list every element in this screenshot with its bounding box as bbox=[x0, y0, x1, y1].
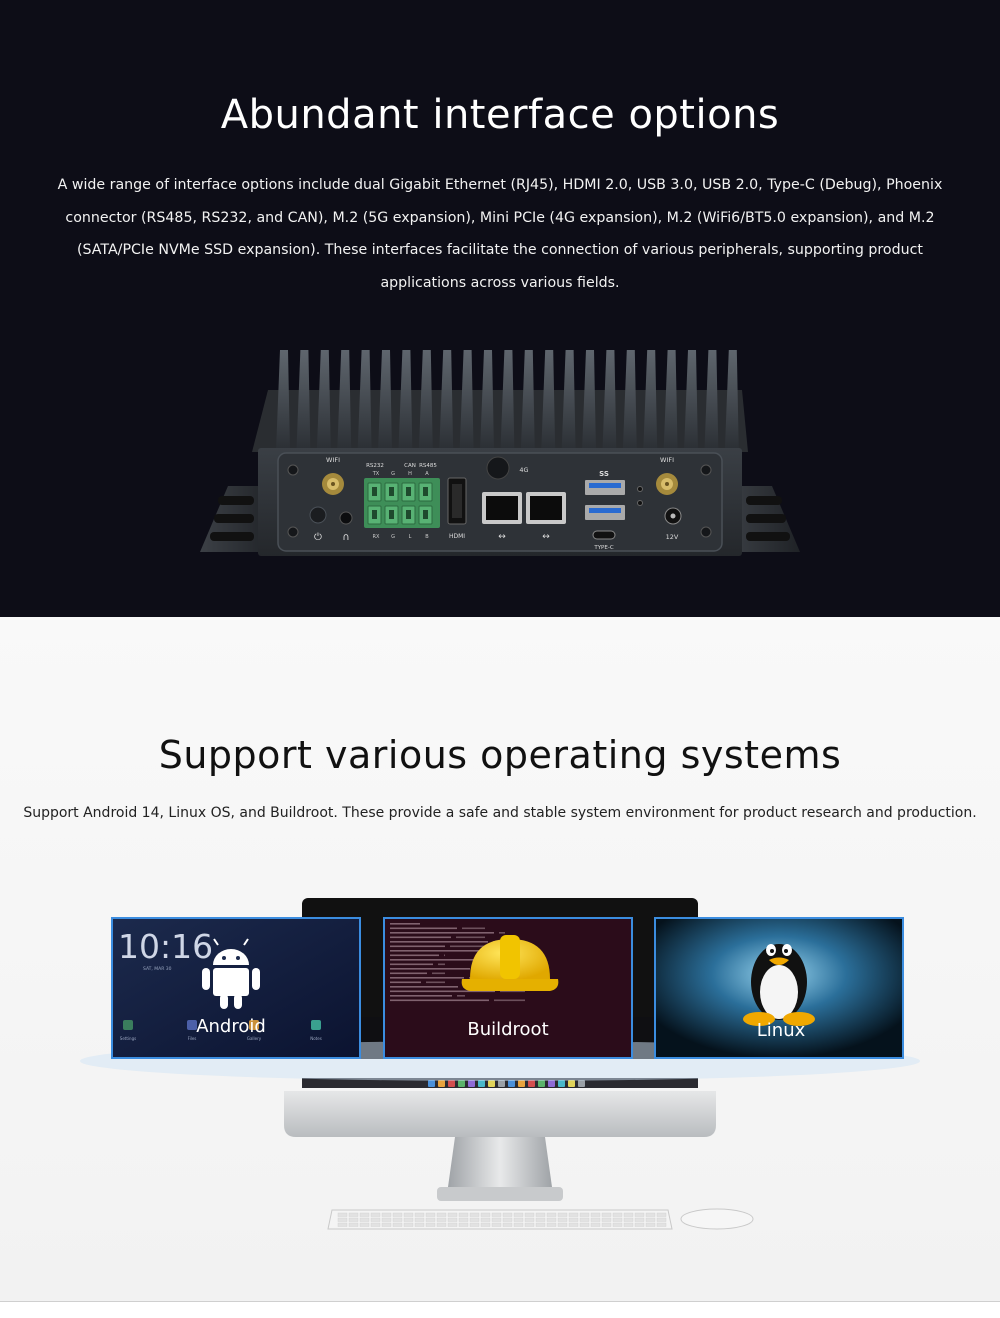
footer-divider bbox=[0, 1301, 1000, 1302]
pin-top-0: TX bbox=[372, 471, 380, 477]
typec-port bbox=[592, 530, 616, 540]
android-label: Android bbox=[196, 1016, 266, 1037]
power-12v-label: 12V bbox=[666, 533, 679, 541]
rs485-label: RS485 bbox=[419, 463, 437, 469]
monitor-chin bbox=[284, 1091, 716, 1137]
linux-label: Linux bbox=[757, 1020, 806, 1041]
monitor-illustration: 10:16 SAT, MAR 30 Settings Files Gall bbox=[80, 898, 920, 1230]
hard-hat-icon bbox=[461, 935, 559, 991]
buildroot-panel: Buildroot bbox=[383, 917, 633, 1059]
os-description: Support Android 14, Linux OS, and Buildr… bbox=[23, 805, 977, 821]
android-clock: 10:16 bbox=[118, 927, 213, 966]
heatsink-fins bbox=[276, 350, 739, 452]
buildroot-label: Buildroot bbox=[467, 1019, 548, 1040]
android-date: SAT, MAR 30 bbox=[143, 966, 172, 972]
usb-ss-label: SS bbox=[599, 470, 609, 478]
tux-penguin-icon bbox=[743, 944, 815, 1026]
pin-top-3: A bbox=[425, 471, 429, 477]
pin-top-2: H bbox=[408, 471, 412, 477]
android-logo-icon bbox=[202, 938, 260, 1009]
typec-label: TYPE-C bbox=[593, 545, 613, 551]
mouse bbox=[680, 1208, 754, 1230]
linux-panel: Linux bbox=[654, 917, 904, 1059]
hdmi-label: HDMI bbox=[449, 533, 465, 540]
pin-bottom-2: L bbox=[409, 534, 412, 540]
os-title: Support various operating systems bbox=[158, 733, 842, 777]
os-section: Support various operating systems Suppor… bbox=[0, 617, 1000, 1301]
ethernet-2-icon: ↔ bbox=[542, 532, 550, 542]
android-app-2: Gallery bbox=[247, 1036, 262, 1041]
headphone-icon: ∩ bbox=[342, 532, 349, 543]
can-label: CAN bbox=[404, 463, 416, 469]
power-button bbox=[309, 506, 327, 524]
pin-bottom-0: RX bbox=[373, 534, 380, 540]
power-icon: ⏻ bbox=[314, 532, 322, 543]
monitor-stand bbox=[448, 1137, 552, 1187]
mini-pc-device-illustration: WIFI ⏻ ∩ RS232 CAN RS485 TX G H A RX G L… bbox=[200, 350, 800, 556]
wifi-right-label: WIFI bbox=[660, 456, 674, 464]
wifi-left-label: WIFI bbox=[326, 456, 340, 464]
pin-top-1: G bbox=[391, 471, 395, 477]
pin-bottom-3: B bbox=[425, 534, 429, 540]
android-app-0: Settings bbox=[120, 1036, 136, 1041]
rs232-label: RS232 bbox=[366, 463, 384, 469]
ethernet-1-icon: ↔ bbox=[498, 532, 506, 542]
interface-title: Abundant interface options bbox=[220, 92, 780, 138]
dock-icons bbox=[428, 1080, 585, 1087]
pin-bottom-1: G bbox=[391, 534, 395, 540]
android-panel: 10:16 SAT, MAR 30 Settings Files Gall bbox=[111, 917, 361, 1059]
android-app-3: Notes bbox=[310, 1036, 322, 1041]
audio-jack bbox=[339, 511, 353, 525]
interface-section: Abundant interface options A wide range … bbox=[0, 0, 1000, 617]
android-app-1: Files bbox=[188, 1036, 197, 1041]
antenna-4g-hole bbox=[486, 456, 510, 480]
interface-description: A wide range of interface options includ… bbox=[57, 177, 943, 291]
antenna-4g-label: 4G bbox=[519, 466, 528, 474]
